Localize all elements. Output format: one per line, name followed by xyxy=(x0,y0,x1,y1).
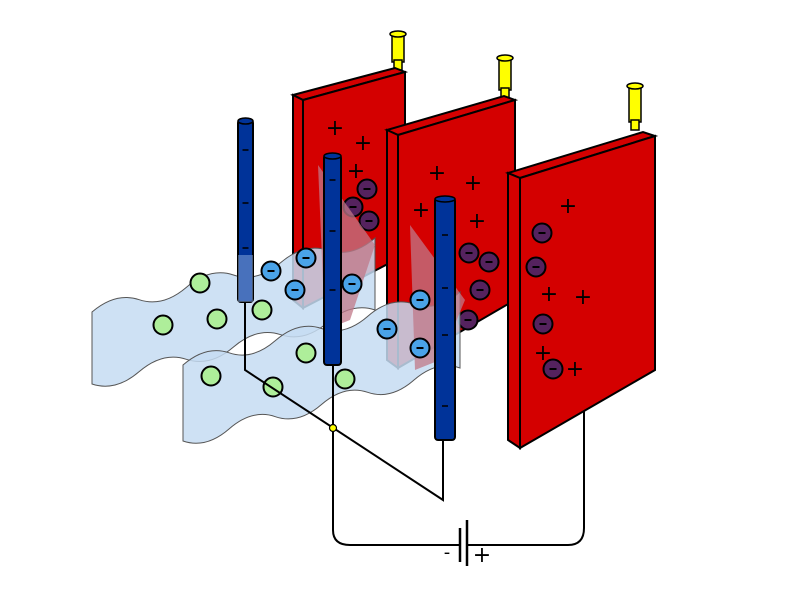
connector-body xyxy=(498,57,512,91)
gas-stream-1 xyxy=(91,236,376,387)
battery-positive-label: + xyxy=(473,543,491,568)
neutral-particle xyxy=(295,342,317,364)
wire-electrodes xyxy=(244,300,444,502)
plus-charge: + xyxy=(347,159,365,184)
wire-negative xyxy=(332,365,460,546)
plus-charge: + xyxy=(540,282,558,307)
gas-overlap xyxy=(238,255,253,302)
neutral-particle xyxy=(251,299,273,321)
discharge-electrode-1-top xyxy=(237,117,254,125)
plus-charge: + xyxy=(534,341,552,366)
neutral-particle xyxy=(200,365,222,387)
connector-neck xyxy=(630,119,640,131)
plus-charge: + xyxy=(566,357,584,382)
connector-body xyxy=(391,33,405,63)
neutral-particle xyxy=(206,308,228,330)
connector-cap xyxy=(626,82,644,90)
collector-plate-3-side xyxy=(507,171,521,450)
neutral-particle xyxy=(152,314,174,336)
plus-charge: + xyxy=(412,198,430,223)
battery-symbol: - + xyxy=(444,520,491,568)
discharge-electrode-2 xyxy=(323,154,342,366)
wire-junction xyxy=(328,423,338,433)
connector-body xyxy=(628,85,642,123)
connector-cap xyxy=(389,30,407,38)
neutral-particle xyxy=(334,368,356,390)
plus-charge: + xyxy=(326,116,344,141)
plus-charge: + xyxy=(559,194,577,219)
discharge-electrode-2-top xyxy=(323,152,342,160)
plus-charge: + xyxy=(468,209,486,234)
wire-positive xyxy=(467,410,585,546)
neutral-particle xyxy=(189,272,211,294)
connector-cap xyxy=(496,54,514,62)
discharge-electrode-3-top xyxy=(434,195,456,203)
plus-charge: + xyxy=(574,285,592,310)
battery-negative-label: - xyxy=(444,542,451,563)
plus-charge: + xyxy=(354,131,372,156)
plus-charge: + xyxy=(464,171,482,196)
plus-charge: + xyxy=(428,161,446,186)
